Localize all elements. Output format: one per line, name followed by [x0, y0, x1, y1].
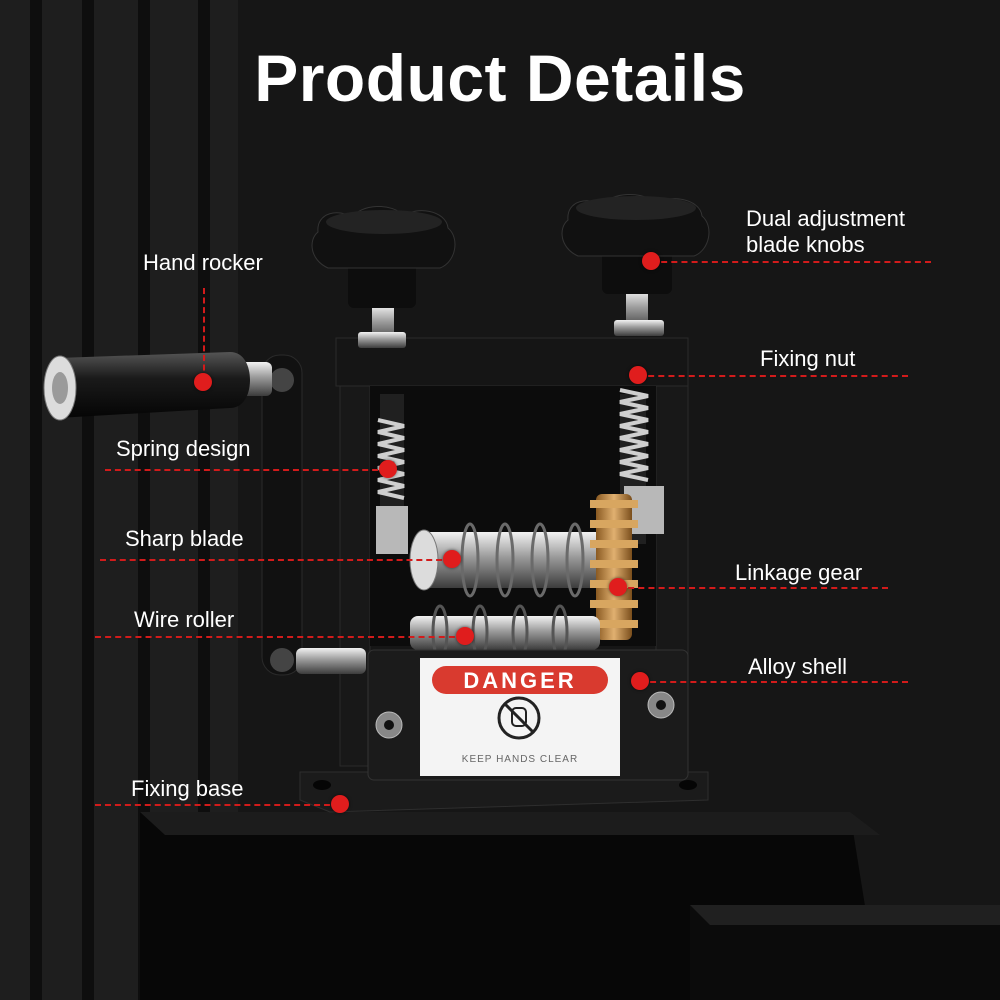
crank-handle — [238, 354, 366, 676]
label-alloy-shell: Alloy shell — [748, 654, 848, 679]
label-dual-knobs-line1: Dual adjustment — [746, 206, 905, 231]
leader-sharp-blade — [100, 559, 452, 561]
label-linkage-gear: Linkage gear — [735, 560, 863, 585]
fixing-nut-left — [358, 332, 406, 348]
background-panel-gap — [198, 0, 210, 1000]
marker-alloy-shell — [631, 672, 649, 690]
pedestal — [140, 812, 1000, 1000]
marker-linkage-gear — [609, 578, 627, 596]
leader-linkage-gear — [618, 587, 888, 589]
label-hand-rocker: Hand rocker — [143, 250, 263, 275]
label-spring-design: Spring design — [116, 436, 251, 461]
marker-fixing-nut — [629, 366, 647, 384]
label-wire-roller: Wire roller — [134, 607, 235, 632]
spring-block-left — [376, 506, 408, 554]
marker-sharp-blade — [443, 550, 461, 568]
leader-dual-knobs — [651, 261, 931, 263]
label-dual-knobs-line2: blade knobs — [746, 232, 865, 257]
fixing-nut-right — [614, 320, 664, 336]
hand-rocker-grip — [43, 352, 250, 421]
marker-hand-rocker — [194, 373, 212, 391]
adjustment-knob-left — [311, 205, 456, 308]
keep-hands-clear-text: KEEP HANDS CLEAR — [462, 754, 578, 765]
background-panel-gap — [82, 0, 94, 1000]
marker-wire-roller — [456, 627, 474, 645]
label-fixing-nut: Fixing nut — [760, 346, 856, 371]
danger-text: DANGER — [463, 668, 576, 693]
label-sharp-blade: Sharp blade — [125, 526, 244, 551]
marker-fixing-base — [331, 795, 349, 813]
adjustment-knob-right — [561, 193, 710, 294]
label-fixing-base: Fixing base — [131, 776, 244, 801]
spring-left — [377, 418, 405, 500]
background-panel — [94, 0, 138, 1000]
background-panel — [0, 0, 30, 1000]
leader-spring-design — [105, 469, 388, 471]
background-panel — [42, 0, 82, 1000]
alloy-shell — [367, 649, 689, 781]
page-title: Product Details — [254, 41, 746, 115]
marker-spring-design — [379, 460, 397, 478]
linkage-gear — [590, 494, 638, 640]
leader-wire-roller — [95, 636, 465, 638]
background-panel-gap — [138, 0, 150, 1000]
leader-hand-rocker — [203, 288, 205, 380]
no-hands-icon — [497, 696, 541, 740]
leader-fixing-nut — [638, 375, 908, 377]
background-panel-gap — [30, 0, 42, 1000]
marker-dual-knobs — [642, 252, 660, 270]
fixing-base-plate — [299, 771, 709, 813]
leader-alloy-shell — [640, 681, 908, 683]
leader-fixing-base — [95, 804, 340, 806]
spring-right — [619, 388, 649, 482]
